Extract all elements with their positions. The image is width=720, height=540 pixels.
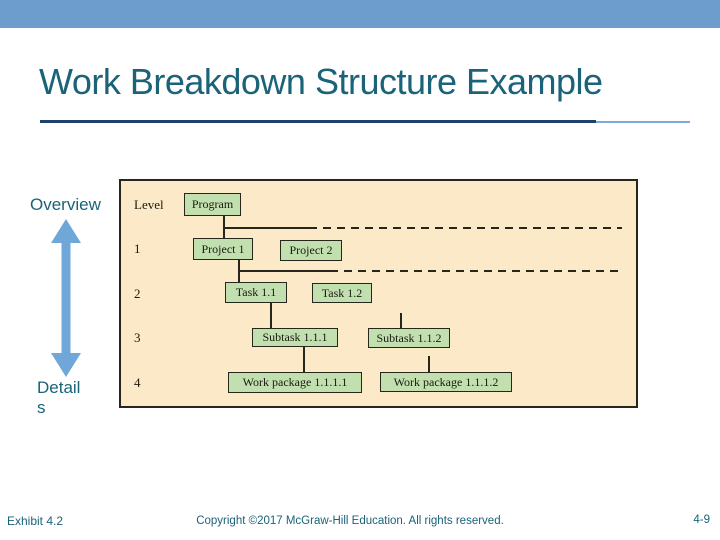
details-label-line1: Detail <box>37 378 81 397</box>
level-column-header: Level <box>134 197 164 212</box>
wbs-node-task-1-1: Task 1.1 <box>225 282 287 303</box>
level2-line-dashed <box>330 270 622 272</box>
wbs-node-work-package-1-1-1-1: Work package 1.1.1.1 <box>228 372 362 393</box>
level-1-label: 1 <box>134 241 141 256</box>
level1-line-solid <box>223 227 309 229</box>
wbs-node-work-package-1-1-1-2: Work package 1.1.1.2 <box>380 372 512 392</box>
overview-label: Overview <box>30 195 101 214</box>
wbs-node-subtask-1-1-1: Subtask 1.1.1 <box>252 328 338 347</box>
title-underline-dark <box>40 120 596 123</box>
connector-task11-subtask111 <box>270 303 272 328</box>
page-title: Work Breakdown Structure Example <box>39 61 603 102</box>
double-arrow-icon <box>51 219 81 377</box>
level-4-label: 4 <box>134 375 141 390</box>
title-underline-light <box>596 121 690 123</box>
stub-connector-wp1112 <box>428 356 430 372</box>
details-label: Detail s <box>37 378 80 418</box>
level1-line-dashed <box>309 227 622 229</box>
connector-subtask111-wp1111 <box>303 347 305 372</box>
details-label-line2: s <box>37 398 46 417</box>
level2-line-solid <box>238 270 330 272</box>
wbs-node-project-1: Project 1 <box>193 238 253 260</box>
level-3-label: 3 <box>134 330 141 345</box>
wbs-node-program: Program <box>184 193 241 216</box>
copyright-notice: Copyright ©2017 McGraw-Hill Education. A… <box>196 515 504 527</box>
wbs-diagram-panel: Level 1 2 3 4 Program Project 1 Project … <box>119 179 638 408</box>
wbs-node-subtask-1-1-2: Subtask 1.1.2 <box>368 328 450 348</box>
wbs-node-task-1-2: Task 1.2 <box>312 283 372 303</box>
stub-connector-subtask112 <box>400 313 402 328</box>
top-accent-bar <box>0 0 720 28</box>
wbs-node-project-2: Project 2 <box>280 240 342 261</box>
level-2-label: 2 <box>134 286 141 301</box>
exhibit-label: Exhibit 4.2 <box>7 514 64 528</box>
page-number: 4-9 <box>693 514 710 526</box>
